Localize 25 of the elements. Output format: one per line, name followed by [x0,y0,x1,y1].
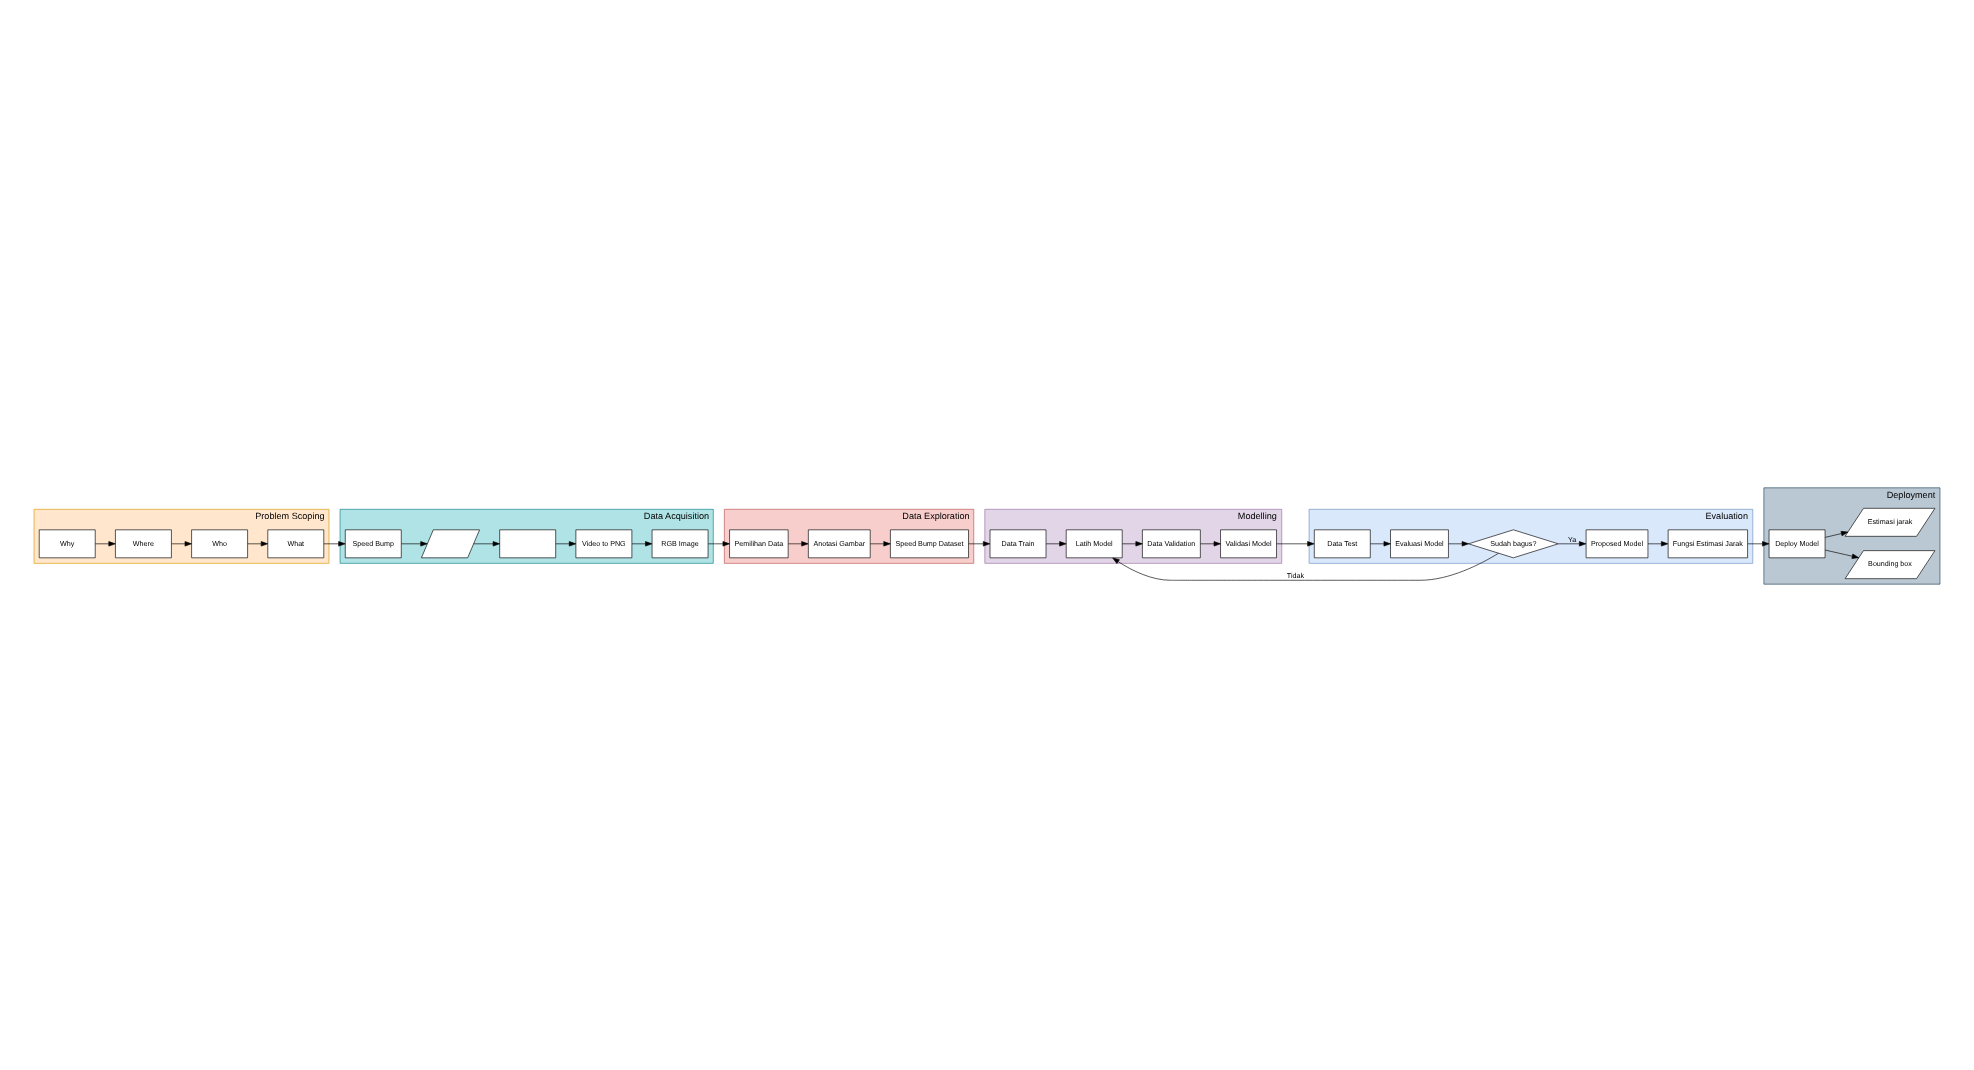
node-box [499,528,557,558]
arrow [1200,540,1221,546]
arrow [1370,540,1391,546]
arrow [171,540,192,546]
arrow [968,540,991,546]
arrow [1824,548,1859,558]
arrow [869,540,891,546]
arrow [1558,540,1587,546]
arrow [247,540,268,546]
arrow [1121,540,1143,546]
arrow [1824,530,1849,537]
arrow [473,540,500,546]
arrow [1647,540,1669,546]
arrow [555,540,577,546]
arrow [1747,540,1770,546]
arrow [95,540,116,546]
arrow [401,540,428,546]
arrow [707,540,730,546]
arrow [1045,540,1067,546]
arrow [323,540,346,546]
arrow [1112,552,1499,580]
arrow [1276,540,1315,546]
arrow [631,540,653,546]
arrow [1448,540,1469,546]
arrow [787,540,809,546]
